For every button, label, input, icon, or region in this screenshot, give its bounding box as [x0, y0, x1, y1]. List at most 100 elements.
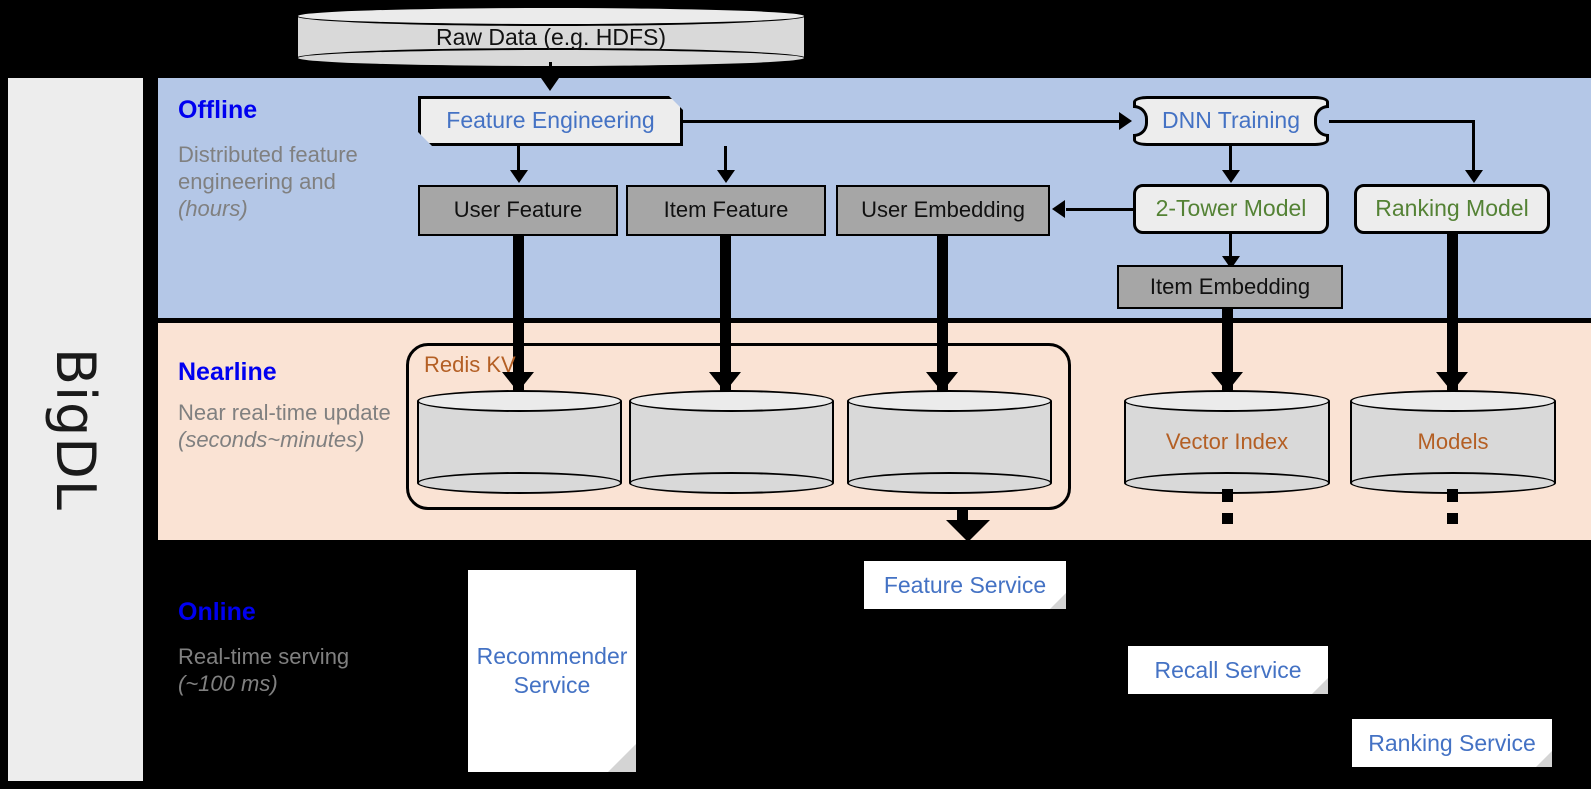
redis-kv-container — [406, 343, 1071, 510]
node-recall-service-label: Recall Service — [1154, 656, 1302, 683]
node-feature-engineering[interactable]: Feature Engineering — [418, 96, 683, 146]
cylinder-models-label: Models — [1417, 429, 1489, 454]
cylinder-user-feature-store[interactable] — [417, 390, 622, 494]
cylinder-top — [1350, 390, 1556, 412]
offline-subtitle-duration: (hours) — [178, 195, 248, 221]
connector-twotower-to-userembedding — [1066, 208, 1134, 211]
cylinder-top — [417, 390, 622, 412]
nearline-subtitle-duration: (seconds~minutes) — [178, 426, 365, 452]
connector-twotower-to-itemembedding — [1229, 234, 1232, 260]
cylinder-body — [1124, 401, 1330, 483]
online-subtitle: Real-time serving (~100 ms) — [178, 644, 378, 698]
stub-models-out — [1447, 489, 1458, 502]
arrowhead-rawdata-to-fe — [541, 78, 559, 91]
arrowhead-userembedding-to-kv3 — [926, 372, 958, 392]
stub-kv-to-feature-service — [957, 508, 968, 521]
cylinder-top — [1124, 390, 1330, 412]
connector-dnn-to-ranking-v — [1472, 120, 1475, 172]
cylinder-body — [417, 401, 622, 483]
cylinder-body — [629, 401, 834, 483]
nearline-subtitle: Near real-time update (seconds~minutes) — [178, 400, 408, 454]
node-user-feature-label: User Feature — [453, 197, 583, 223]
bigdl-sidebar-panel: BigDL — [8, 78, 143, 781]
node-recommender-service[interactable]: Recommender Service — [468, 570, 636, 772]
cylinder-top — [296, 6, 806, 26]
connector-dnn-to-ranking-h — [1329, 120, 1475, 123]
arrowhead-rankingmodel-to-models — [1436, 372, 1468, 392]
offline-subtitle-text: Distributed feature engineering and — [178, 142, 358, 194]
offline-subtitle: Distributed feature engineering and (hou… — [178, 142, 378, 222]
node-ranking-service-label: Ranking Service — [1368, 729, 1536, 756]
node-item-feature-label: Item Feature — [663, 197, 789, 223]
cylinder-vector-index[interactable]: Vector Index — [1124, 390, 1330, 494]
cylinder-bottom — [847, 472, 1052, 494]
arrowhead-dnn-to-twotower — [1222, 170, 1240, 183]
pipe-userembedding-to-kv3 — [937, 236, 948, 391]
bigdl-label-text: BigDL — [44, 348, 107, 511]
node-ranking-model-label: Ranking Model — [1375, 195, 1529, 222]
cylinder-top — [629, 390, 834, 412]
pipe-rankingmodel-to-models — [1447, 234, 1458, 391]
cylinder-vector-index-label: Vector Index — [1165, 429, 1289, 454]
connector-fe-to-dnn — [683, 120, 1120, 123]
node-ranking-model[interactable]: Ranking Model — [1354, 184, 1550, 234]
node-user-feature[interactable]: User Feature — [418, 185, 618, 236]
connector-rawdata-to-fe — [549, 62, 552, 84]
cylinder-item-feature-store[interactable] — [629, 390, 834, 494]
node-recommender-service-label: Recommender Service — [476, 643, 628, 698]
node-item-feature[interactable]: Item Feature — [626, 185, 826, 236]
online-subtitle-text: Real-time serving — [178, 644, 350, 669]
pipe-itemembedding-to-vectorindex — [1222, 308, 1233, 391]
stub-vectorindex-out — [1222, 489, 1233, 502]
node-recall-service[interactable]: Recall Service — [1128, 646, 1328, 694]
arrowhead-itemembedding-to-vectorindex — [1211, 372, 1243, 392]
node-ranking-service[interactable]: Ranking Service — [1352, 719, 1552, 767]
node-2-tower-model-label: 2-Tower Model — [1155, 195, 1307, 222]
node-feature-service-label: Feature Service — [883, 571, 1047, 598]
nearline-subtitle-text: Near real-time update — [178, 400, 391, 425]
cylinder-models[interactable]: Models — [1350, 390, 1556, 494]
node-user-embedding[interactable]: User Embedding — [836, 185, 1050, 236]
pipe-itemfeature-to-kv2 — [720, 236, 731, 391]
connector-fe-to-itemfeature — [724, 146, 727, 173]
arrowhead-kv-to-feature-service — [946, 520, 990, 542]
node-feature-engineering-label: Feature Engineering — [446, 107, 655, 134]
online-title: Online — [178, 598, 256, 626]
arrowhead-twotower-to-userembedding — [1052, 200, 1065, 218]
arrowhead-fe-to-userfeature — [510, 170, 528, 183]
raw-data-label: Raw Data (e.g. HDFS) — [435, 23, 667, 50]
stub-models-out-2 — [1447, 513, 1458, 524]
redis-kv-label: Redis KV — [424, 352, 516, 377]
cylinder-user-embedding-store[interactable] — [847, 390, 1052, 494]
node-item-embedding[interactable]: Item Embedding — [1117, 265, 1343, 309]
page-fold-icon — [1312, 678, 1328, 694]
page-fold-icon — [608, 744, 636, 772]
node-dnn-training-label: DNN Training — [1161, 107, 1301, 134]
node-item-embedding-label: Item Embedding — [1149, 273, 1311, 299]
cylinder-bottom — [629, 472, 834, 494]
page-fold-icon — [1536, 751, 1552, 767]
node-user-embedding-label: User Embedding — [861, 197, 1025, 223]
stub-vectorindex-out-2 — [1222, 513, 1233, 524]
arrowhead-fe-to-dnn — [1119, 112, 1132, 130]
node-dnn-training[interactable]: DNN Training — [1133, 96, 1329, 146]
page-fold-icon — [1050, 593, 1066, 609]
raw-data-cylinder: Raw Data (e.g. HDFS) — [296, 6, 806, 68]
connector-dnn-to-twotower — [1229, 146, 1232, 172]
online-subtitle-latency: (~100 ms) — [178, 670, 278, 696]
pipe-userfeature-to-kv1 — [513, 236, 524, 391]
arrowhead-fe-to-itemfeature — [717, 170, 735, 183]
arrowhead-dnn-to-ranking — [1465, 170, 1483, 183]
connector-fe-to-userfeature — [517, 146, 520, 173]
bigdl-label: BigDL — [8, 78, 143, 781]
cylinder-top — [847, 390, 1052, 412]
nearline-title: Nearline — [178, 358, 277, 386]
arrowhead-itemfeature-to-kv2 — [709, 372, 741, 392]
cylinder-body — [1350, 401, 1556, 483]
node-feature-service[interactable]: Feature Service — [864, 561, 1066, 609]
offline-title: Offline — [178, 96, 258, 124]
cylinder-body — [847, 401, 1052, 483]
node-2-tower-model[interactable]: 2-Tower Model — [1133, 184, 1329, 234]
cylinder-bottom — [417, 472, 622, 494]
